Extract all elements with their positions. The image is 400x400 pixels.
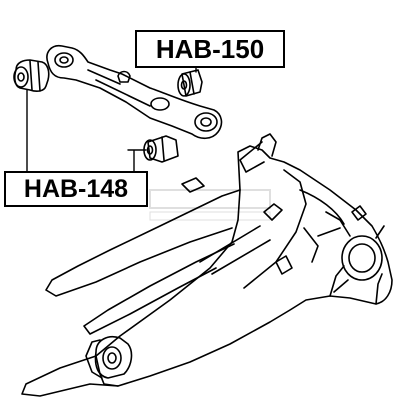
control-arm: [46, 44, 223, 140]
bushing-hab-148-upper: [13, 59, 50, 92]
part-label-hab-148: HAB-148: [4, 171, 148, 207]
bushing-hab-148-lower: [143, 135, 179, 163]
part-label-hab-150: HAB-150: [135, 30, 285, 68]
watermark-logo: [149, 189, 271, 221]
bushing-hab-150: [177, 69, 203, 97]
part-number-hab-148: HAB-148: [23, 174, 129, 203]
part-number-hab-150: HAB-150: [155, 34, 265, 64]
trailing-arm-bushing: [85, 336, 133, 379]
